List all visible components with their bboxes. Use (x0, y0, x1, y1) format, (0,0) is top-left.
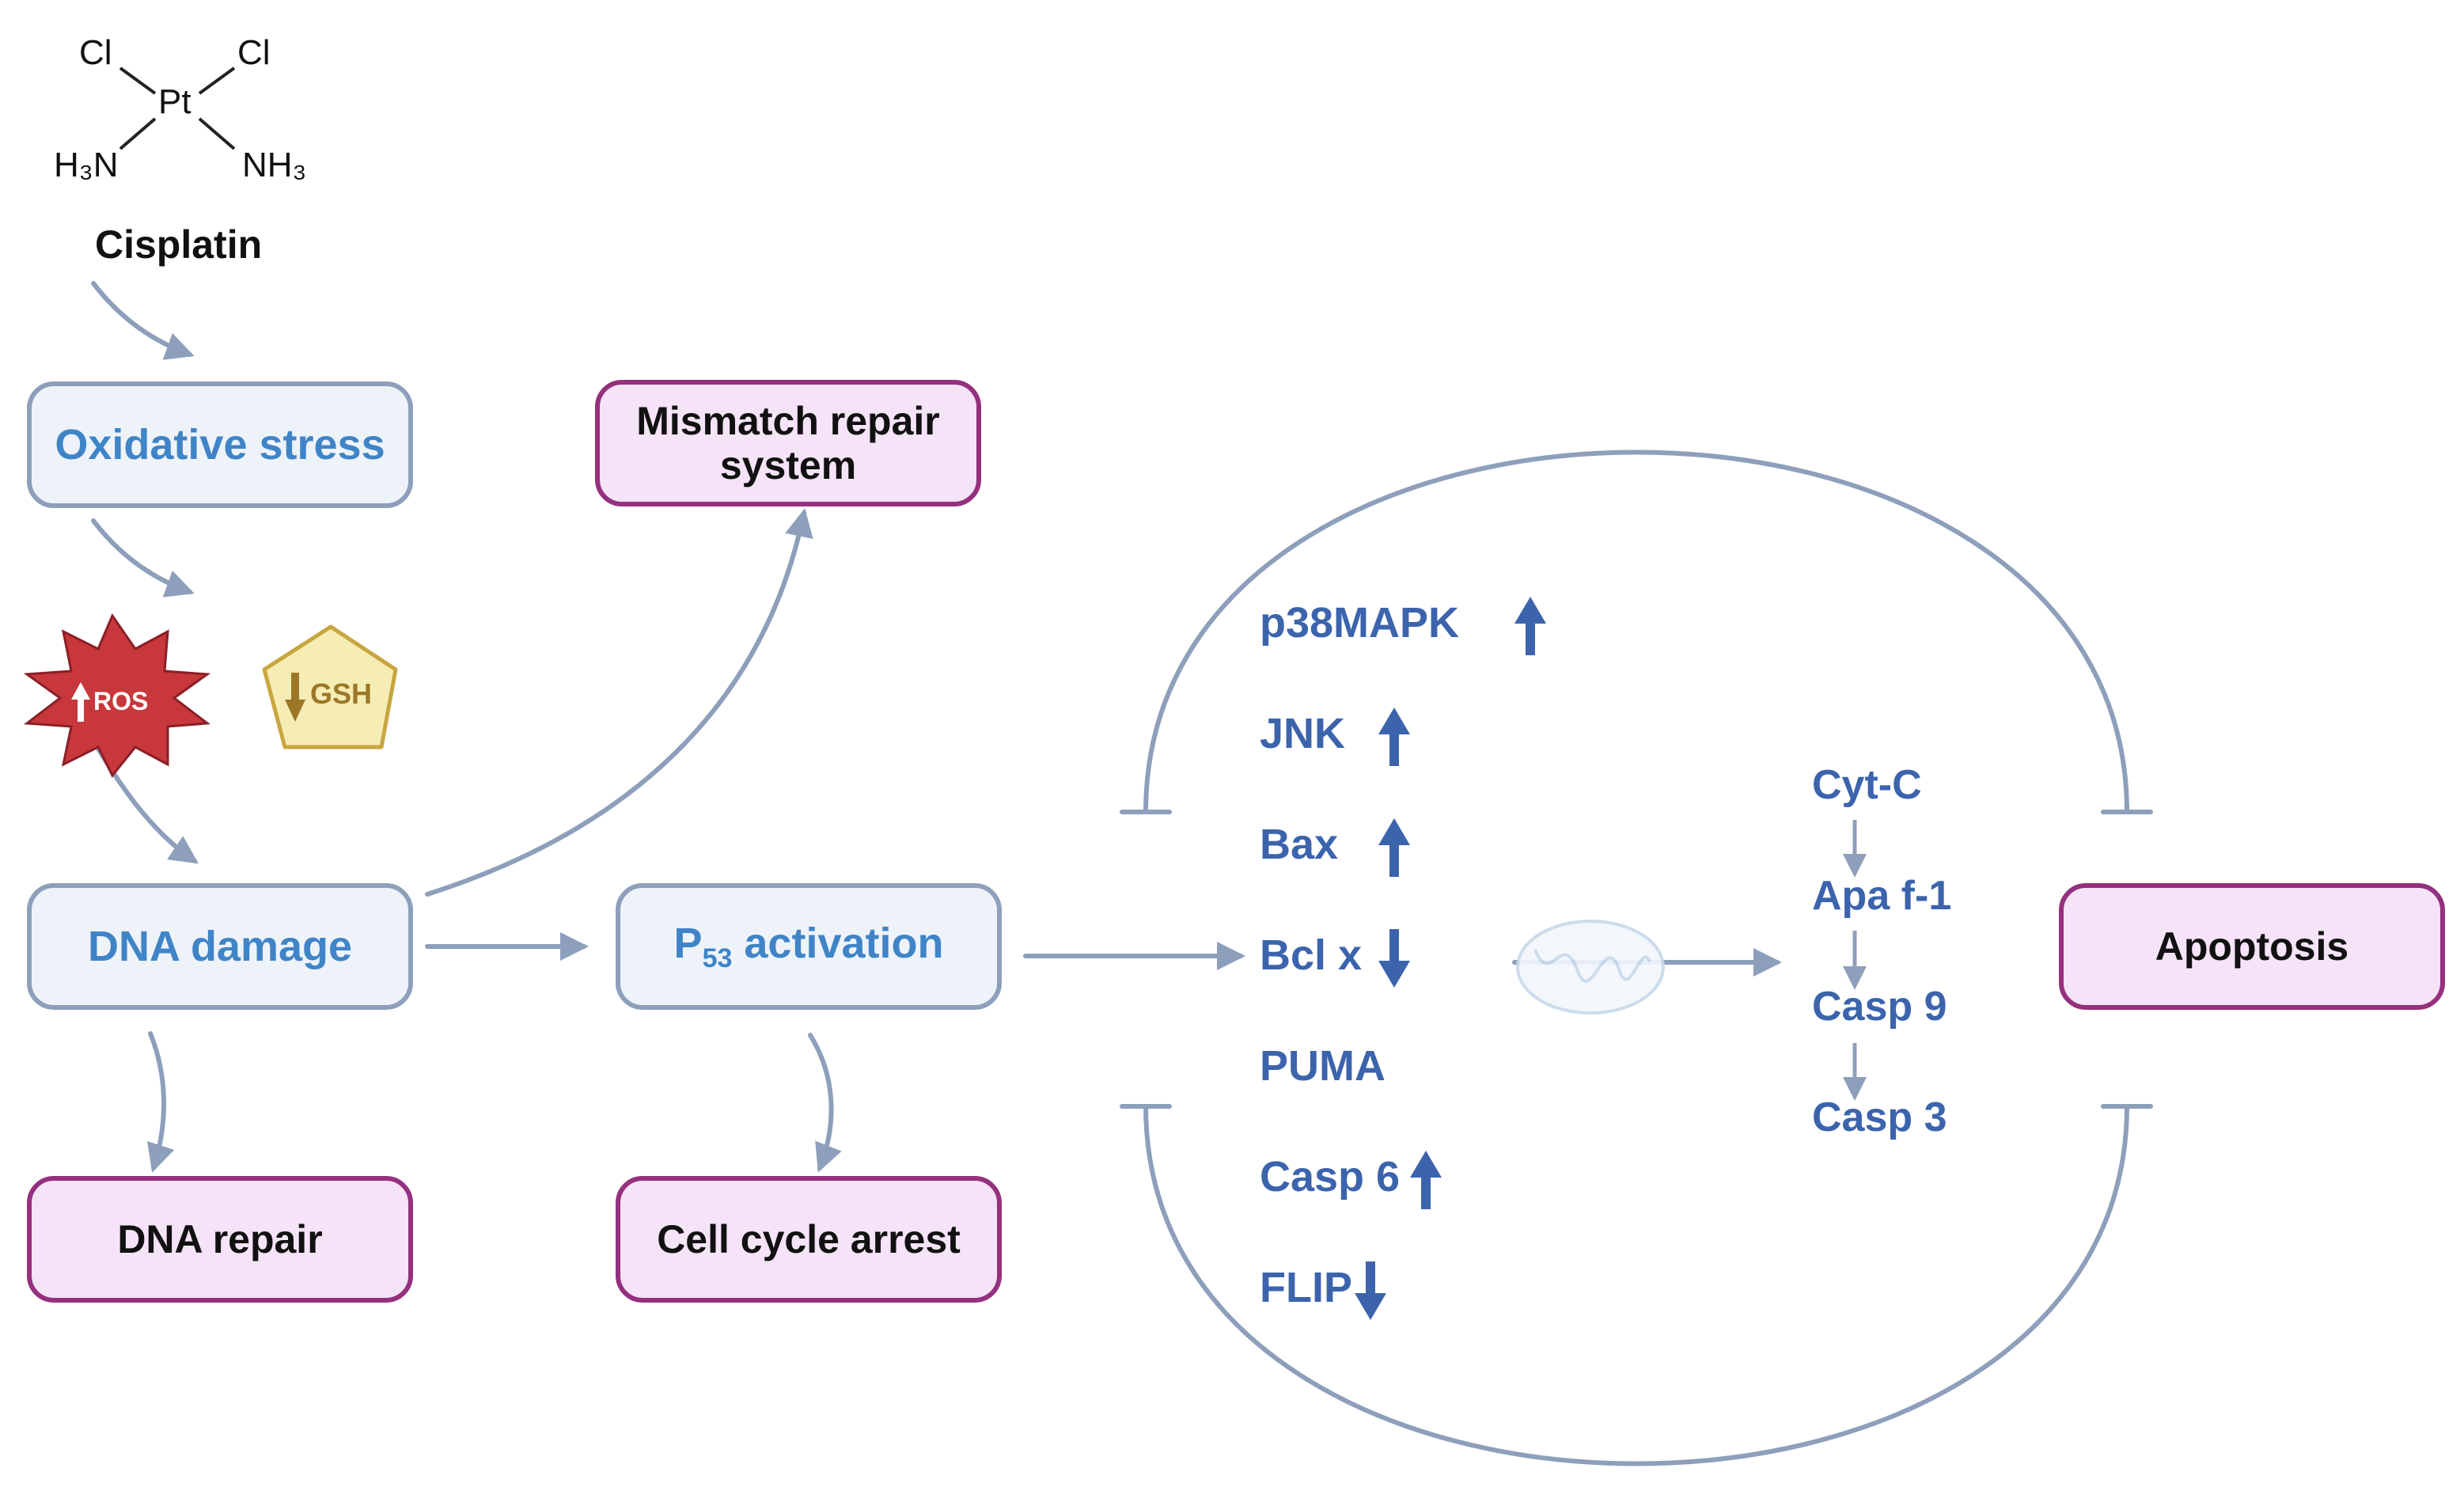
regulator-up-arrow-icon (1410, 1151, 1442, 1209)
dna-damage-label: DNA damage (87, 922, 353, 970)
regulator-puma: PUMA (1260, 1042, 1386, 1090)
arrow-cisplatin-to-oxidative-stress (91, 281, 195, 360)
regulator-down-arrow-icon (1378, 929, 1410, 988)
cascade-apa-f-1: Apa f-1 (1812, 873, 1952, 919)
regulator-p38mapk: p38MAPK (1260, 599, 1460, 647)
p53-prefix: P (673, 920, 703, 968)
mitochondrion-icon (1516, 920, 1665, 1015)
dna-damage-box: DNA damage (27, 883, 413, 1010)
regulator-jnk: JNK (1260, 710, 1346, 757)
cascade-casp-3: Casp 3 (1812, 1094, 1947, 1140)
drug-name: Cisplatin (95, 222, 263, 267)
top-inhibition-arc (1143, 450, 2129, 814)
p53-subscript: 53 (702, 943, 733, 973)
regulator-up-arrow-icon (1514, 597, 1546, 655)
dna-repair-label: DNA repair (117, 1217, 323, 1261)
apoptosis-label: Apoptosis (2155, 924, 2349, 969)
p53-activation-label: P53 activation (674, 920, 944, 973)
ros-label: ROS (93, 687, 149, 715)
regulator-up-arrow-icon (1378, 707, 1410, 766)
oxidative-stress-label: Oxidative stress (55, 420, 385, 468)
ros-up-arrow-icon (71, 682, 90, 722)
mismatch-repair-label: Mismatch repair system (636, 399, 940, 487)
cell-cycle-arrest-box: Cell cycle arrest (616, 1176, 1002, 1303)
arrow-p53-to-cell-cycle-arrest (808, 1033, 842, 1173)
nh3-left: H₃N (54, 146, 119, 184)
regulator-flip: FLIP (1260, 1264, 1352, 1311)
nh3-right: NH₃ (242, 146, 307, 184)
regulator-bcl-x: Bcl x (1260, 931, 1363, 979)
oxidative-stress-box: Oxidative stress (27, 381, 413, 508)
arrow-oxidative-stress-to-ros (91, 518, 195, 597)
mismatch-repair-box: Mismatch repair system (595, 380, 981, 506)
inhibition-loops (1120, 450, 2153, 1466)
gsh-label: GSH (310, 677, 373, 710)
apoptosis-box: Apoptosis (2059, 883, 2445, 1010)
arrow-dna-damage-to-dna-repair (147, 1031, 175, 1173)
regulator-up-arrow-icon (1378, 818, 1410, 877)
arrow-dna-damage-to-mismatch-repair (425, 508, 813, 897)
regulator-down-arrow-icon (1355, 1261, 1386, 1320)
cell-cycle-arrest-label: Cell cycle arrest (657, 1217, 961, 1261)
dna-repair-box: DNA repair (27, 1176, 413, 1303)
cl-left-atom: Cl (79, 33, 112, 72)
gsh-down-arrow-icon (285, 673, 305, 722)
regulator-arrows (1355, 597, 1546, 1320)
p53-activation-box: P53 activation (616, 883, 1002, 1010)
cascade-casp-9: Casp 9 (1812, 984, 1947, 1030)
cascade-cyt-c: Cyt-C (1812, 762, 1922, 808)
cl-right-atom: Cl (237, 33, 271, 72)
cisplatin-bonds (119, 66, 236, 150)
regulator-casp-6: Casp 6 (1260, 1153, 1401, 1201)
pt-atom: Pt (158, 82, 191, 121)
p53-suffix: activation (732, 920, 944, 968)
ros-starburst-icon (23, 613, 211, 778)
regulator-bax: Bax (1260, 821, 1339, 868)
bottom-inhibition-arc (1143, 1104, 2129, 1466)
